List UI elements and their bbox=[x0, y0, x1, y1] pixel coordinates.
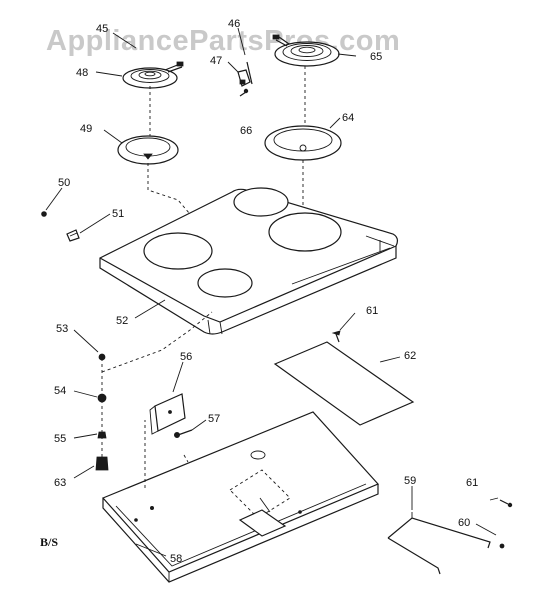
part-64-drip-pan bbox=[264, 125, 342, 161]
parts-46-47-66-receptacle bbox=[237, 61, 253, 97]
part-59-60-wire-bracket bbox=[387, 512, 505, 575]
callout-48: 48 bbox=[76, 67, 88, 79]
part-56-bracket bbox=[149, 393, 186, 435]
callout-58: 58 bbox=[170, 553, 182, 565]
callout-50: 50 bbox=[58, 177, 70, 189]
part-62-insulation bbox=[273, 341, 415, 426]
part-48-surface-element bbox=[122, 61, 184, 89]
callout-62: 62 bbox=[404, 350, 416, 362]
part-61-screws bbox=[331, 330, 513, 508]
part-51-clip bbox=[66, 229, 80, 242]
callout-61-lower: 61 bbox=[466, 477, 478, 489]
callout-53: 53 bbox=[56, 323, 68, 335]
parts-53-54-55-63-knob-stack bbox=[95, 311, 213, 471]
part-49-drip-pan bbox=[117, 135, 179, 165]
callout-63: 63 bbox=[54, 477, 66, 489]
callout-47: 47 bbox=[210, 55, 222, 67]
part-52-cooktop bbox=[99, 187, 399, 335]
watermark-text: AppliancePartsPros.com bbox=[46, 25, 400, 57]
callout-59: 59 bbox=[404, 475, 416, 487]
part-58-bottom-panel bbox=[101, 411, 380, 583]
callout-46: 46 bbox=[228, 18, 240, 30]
callout-66: 66 bbox=[240, 125, 252, 137]
callout-45: 45 bbox=[96, 23, 108, 35]
callout-54: 54 bbox=[54, 385, 66, 397]
callout-57: 57 bbox=[208, 413, 220, 425]
callout-61-upper: 61 bbox=[366, 305, 378, 317]
callout-65: 65 bbox=[370, 51, 382, 63]
callout-64: 64 bbox=[342, 112, 354, 124]
part-65-surface-element bbox=[272, 34, 340, 67]
part-57-screw bbox=[173, 429, 193, 438]
section-code: B/S bbox=[40, 535, 58, 549]
leader-lines bbox=[45, 27, 499, 557]
callout-49: 49 bbox=[80, 123, 92, 135]
part-50-screw bbox=[41, 211, 47, 217]
callout-56: 56 bbox=[180, 351, 192, 363]
callout-labels: 45 46 47 48 49 50 51 52 53 54 55 56 57 5… bbox=[54, 18, 478, 565]
callout-60: 60 bbox=[458, 517, 470, 529]
callout-51: 51 bbox=[112, 208, 124, 220]
callout-55: 55 bbox=[54, 433, 66, 445]
callout-52: 52 bbox=[116, 315, 128, 327]
